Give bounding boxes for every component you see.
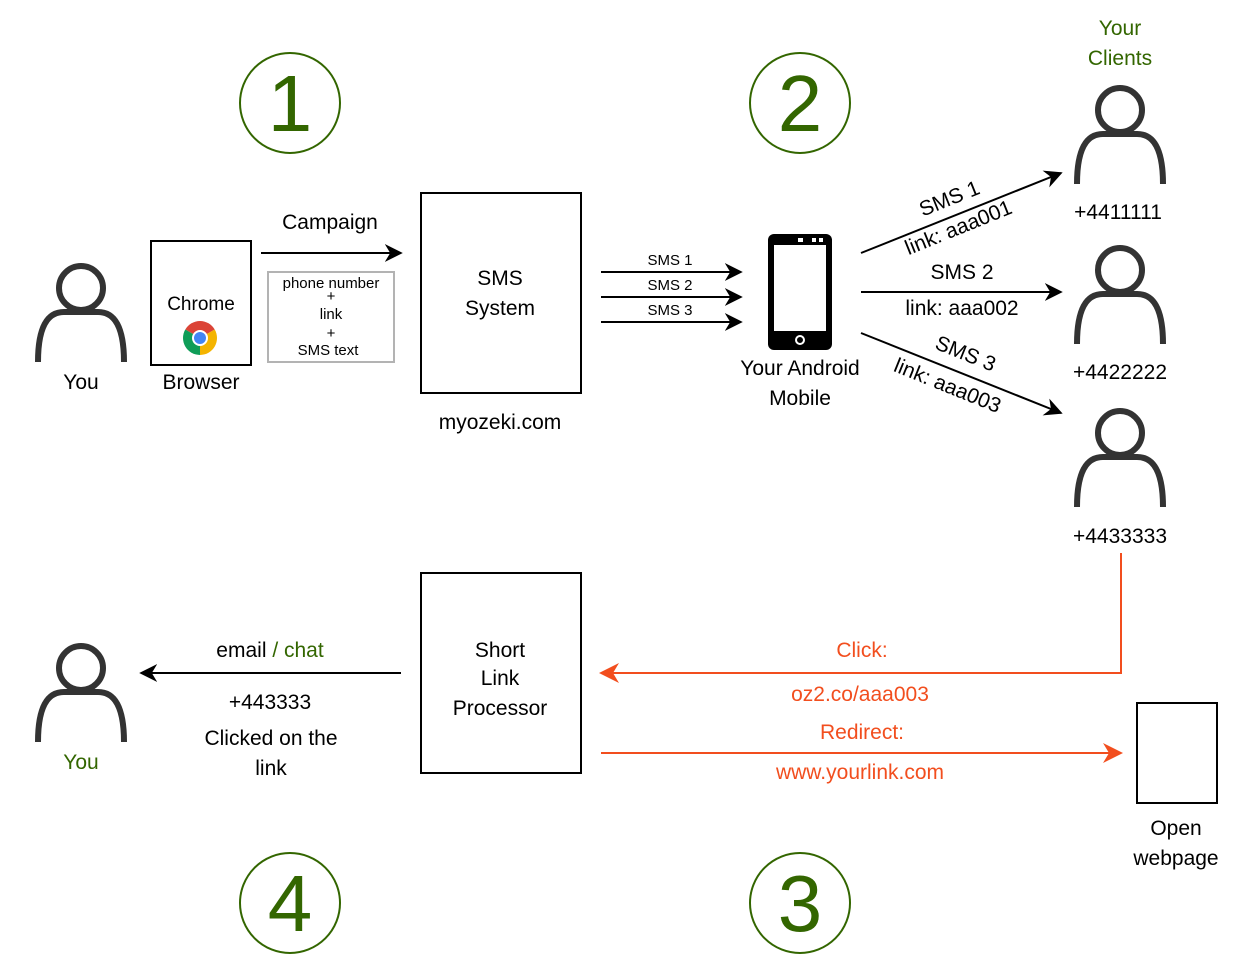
mobile-label: Mobile [769,387,831,410]
step-2-marker: 2 [749,52,851,154]
mobile-label: Your Android [740,357,860,380]
outgoing-sms-label: SMS 1 [647,252,692,269]
webpage-label: webpage [1132,847,1218,870]
android-phone-icon [768,234,832,350]
browser-label: Browser [162,371,239,394]
step-1-number: 1 [268,59,313,148]
sms-system-title: System [465,297,535,320]
client-2-number: +4422222 [1073,361,1167,384]
notification-channel-chat: chat [284,639,324,662]
step-3-number: 3 [778,859,823,948]
receiver-label: You [63,751,98,774]
step-4-number: 4 [268,859,313,948]
receiver-person-icon [38,646,124,742]
client-3-number: +4433333 [1073,525,1167,548]
sms-system-site: myozeki.com [439,411,562,434]
click-url: oz2.co/aaa003 [791,683,929,706]
clients-title: Your [1099,17,1141,40]
campaign-detail-line: phone number [283,275,380,292]
notification-channel-email: email [216,639,266,662]
processor-title: Link [481,667,520,690]
clients-title: Clients [1088,47,1152,70]
campaign-detail-line: + [327,325,336,342]
client-1-person-icon [1077,88,1163,184]
webpage-box [1136,702,1218,804]
browser-app-name: Chrome [167,294,235,315]
processor-title: Short [475,639,525,662]
campaign-detail-line: + [327,288,336,305]
delivery-sms-label: SMS 2 [930,261,993,284]
delivery-link-label: link: aaa002 [905,297,1018,320]
outgoing-sms-label: SMS 3 [647,302,692,319]
notification-number: +443333 [229,691,311,714]
client-1-number: +4411111 [1074,201,1162,224]
step-4-marker: 4 [239,852,341,954]
sender-label: You [63,371,98,394]
processor-title: Processor [453,697,548,720]
sms-system-box [420,192,582,394]
click-label: Click: [836,639,887,662]
click-arrow [599,553,1122,683]
notification-message: Clicked on the [204,727,337,750]
step-2-number: 2 [778,59,823,148]
client-2-person-icon [1077,248,1163,344]
campaign-label: Campaign [282,211,378,234]
sender-person-icon [38,266,124,362]
campaign-detail-line: SMS text [298,342,360,359]
sms-system-title: SMS [477,267,523,290]
client-3-person-icon [1077,411,1163,507]
notification-message: link [255,757,287,780]
notification-separator: / [266,639,284,662]
webpage-label: Open [1150,817,1201,840]
chrome-icon [183,321,217,355]
notification-channels: email / chat [216,639,324,662]
delivery-arrow-1 [860,170,1063,254]
short-link-processor-box [420,572,582,774]
campaign-detail-box [267,271,395,363]
redirect-label: Redirect: [820,721,904,744]
step-1-marker: 1 [239,52,341,154]
delivery-sms-label: SMS 3 [932,332,999,377]
campaign-detail-line: link [320,306,343,323]
outgoing-sms-label: SMS 2 [647,277,692,294]
step-3-marker: 3 [749,852,851,954]
delivery-arrow-3 [860,332,1063,416]
redirect-url: www.yourlink.com [775,761,944,784]
